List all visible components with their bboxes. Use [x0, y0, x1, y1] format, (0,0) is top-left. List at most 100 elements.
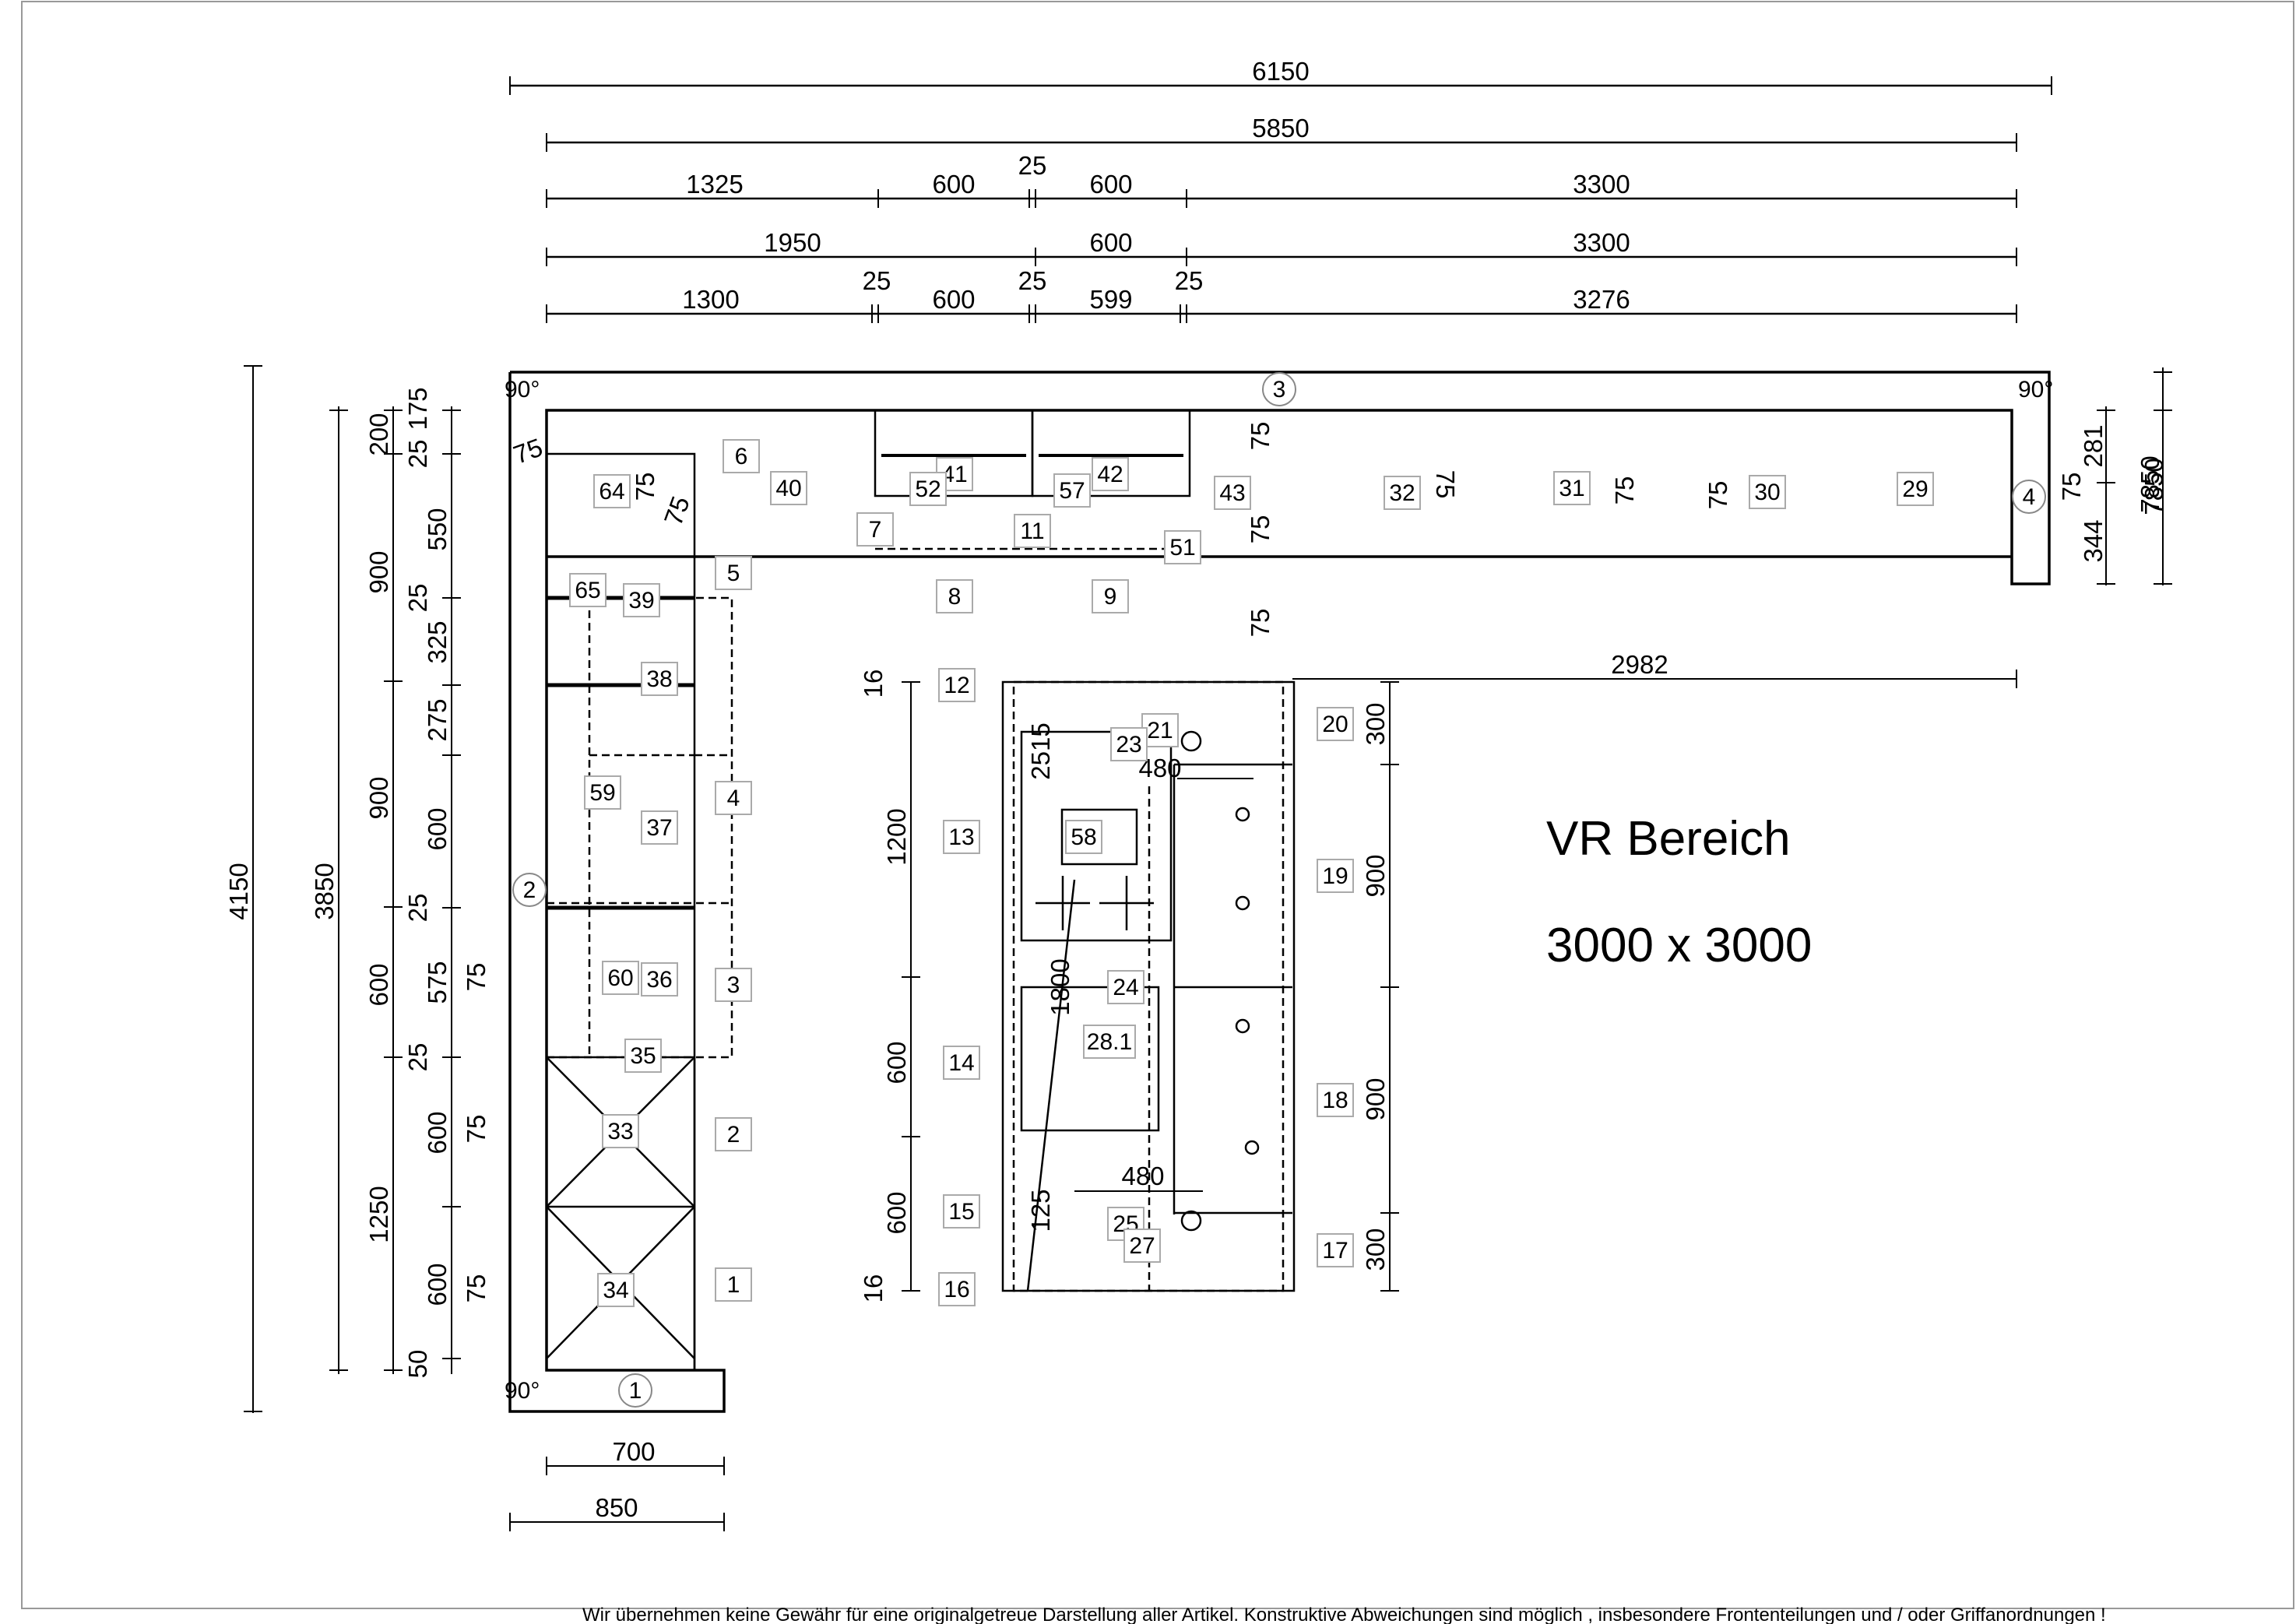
dim-left-f: 175: [403, 387, 432, 430]
item-number: 36: [646, 967, 672, 993]
top-dimensions: [509, 76, 2052, 323]
item-label-29: 29: [1897, 472, 1934, 506]
dim-left-t: 75: [462, 1115, 490, 1144]
item-number: 40: [775, 476, 801, 501]
item-number: 1: [727, 1272, 740, 1298]
item-number: 23: [1116, 732, 1141, 758]
right-dimensions: [2097, 367, 2172, 585]
dim-row2: 5850: [1252, 114, 1309, 142]
wall-marker-4: 4: [2012, 480, 2046, 514]
wall-marker-label: 2: [523, 877, 536, 903]
dim-misc-e: 75: [1246, 515, 1275, 544]
item-number: 51: [1169, 535, 1195, 561]
angle-top-left: 90°: [505, 377, 540, 402]
item-label-65: 65: [569, 573, 607, 607]
item-label-19: 19: [1317, 859, 1354, 893]
dim-row5-a: 1300: [682, 285, 739, 314]
island-dimensions: [902, 670, 2017, 1292]
dim-island-e: 16: [859, 1274, 888, 1303]
item-label-21: 21: [1141, 713, 1179, 747]
dim-island-i: 900: [1361, 1077, 1390, 1120]
dim-left-e: 1250: [364, 1186, 393, 1243]
dim-island-o: 125: [1026, 1189, 1055, 1232]
area-size: 3000 x 3000: [1546, 919, 1812, 972]
item-number: 38: [646, 666, 672, 692]
dim-island-m: 1800: [1046, 958, 1074, 1015]
dim-left-inner: 3850: [310, 863, 339, 919]
dim-left-p: 600: [423, 1111, 452, 1154]
wall-marker-2: 2: [512, 873, 547, 907]
item-label-4: 4: [715, 781, 752, 815]
dim-island-b: 1200: [882, 808, 911, 865]
dim-row5-b: 25: [863, 266, 891, 295]
dim-left-r: 50: [403, 1350, 432, 1379]
dim-island-d: 600: [882, 1191, 911, 1234]
item-number: 60: [607, 965, 633, 991]
item-number: 28.1: [1087, 1029, 1132, 1055]
item-label-51: 51: [1164, 530, 1201, 564]
item-number: 57: [1059, 478, 1085, 504]
dim-misc-c: 75: [659, 492, 695, 529]
dim-left-c: 900: [364, 776, 393, 819]
item-number: 64: [599, 479, 624, 504]
room-walls: [508, 371, 2051, 1413]
dim-left-k: 275: [423, 698, 452, 741]
item-label-52: 52: [909, 472, 947, 506]
dim-left-i: 25: [403, 584, 432, 613]
dim-bottom-a: 700: [612, 1437, 655, 1466]
wall-marker-label: 1: [629, 1378, 642, 1404]
item-label-59: 59: [584, 775, 621, 810]
item-number: 34: [603, 1278, 628, 1303]
wall-marker-label: 4: [2023, 484, 2036, 510]
item-number: 43: [1219, 480, 1245, 506]
top-cabinet-run: [874, 409, 1191, 550]
bottom-dimensions: [509, 1457, 725, 1531]
item-number: 14: [948, 1050, 974, 1076]
wall-marker-3: 3: [1262, 372, 1296, 406]
item-label-12: 12: [938, 668, 976, 702]
disclaimer: Wir übernehmen keine Gewähr für eine ori…: [582, 1605, 2106, 1624]
item-number: 24: [1113, 975, 1138, 1000]
item-label-24: 24: [1107, 970, 1144, 1004]
item-number: 12: [944, 673, 969, 698]
item-label-36: 36: [641, 962, 678, 997]
item-label-13: 13: [943, 820, 980, 854]
item-number: 65: [575, 578, 600, 603]
dim-row3-a: 1325: [686, 170, 743, 199]
item-label-1: 1: [715, 1267, 752, 1302]
item-label-35: 35: [624, 1039, 662, 1073]
item-label-30: 30: [1749, 475, 1786, 509]
dim-left-a: 200: [364, 413, 393, 455]
dim-island-n: 2515: [1026, 722, 1055, 779]
dim-right-c: 75: [2057, 473, 2086, 501]
item-label-20: 20: [1317, 707, 1354, 741]
item-number: 15: [948, 1199, 974, 1225]
item-label-58: 58: [1065, 820, 1102, 854]
item-number: 11: [1020, 518, 1044, 544]
item-number: 31: [1559, 476, 1584, 501]
item-label-3: 3: [715, 968, 752, 1002]
dim-row3-d: 600: [1089, 170, 1132, 199]
item-number: 8: [948, 584, 962, 610]
dim-bottom-b: 850: [595, 1493, 638, 1522]
dim-right-e: 7850: [2140, 458, 2168, 515]
item-number: 33: [607, 1119, 633, 1144]
item-label-17: 17: [1317, 1233, 1354, 1267]
item-number: 5: [727, 561, 740, 586]
dim-island-g: 300: [1361, 702, 1390, 745]
item-label-34: 34: [597, 1273, 635, 1307]
kitchen-island: [1001, 680, 1296, 1292]
item-number: 7: [869, 517, 882, 543]
dim-left-h: 550: [423, 508, 452, 550]
dim-total-width: 6150: [1252, 57, 1309, 86]
dim-row3-c: 25: [1018, 151, 1047, 180]
item-number: 20: [1322, 712, 1348, 737]
dim-island-k: 480: [1121, 1162, 1164, 1190]
dim-row3-e: 3300: [1573, 170, 1630, 199]
item-number: 52: [915, 476, 941, 502]
item-label-23: 23: [1110, 727, 1148, 761]
dim-misc-i: 75: [1704, 481, 1732, 510]
dim-row5-g: 3276: [1573, 285, 1630, 314]
angle-top-right: 90°: [2018, 377, 2053, 402]
item-label-18: 18: [1317, 1083, 1354, 1117]
